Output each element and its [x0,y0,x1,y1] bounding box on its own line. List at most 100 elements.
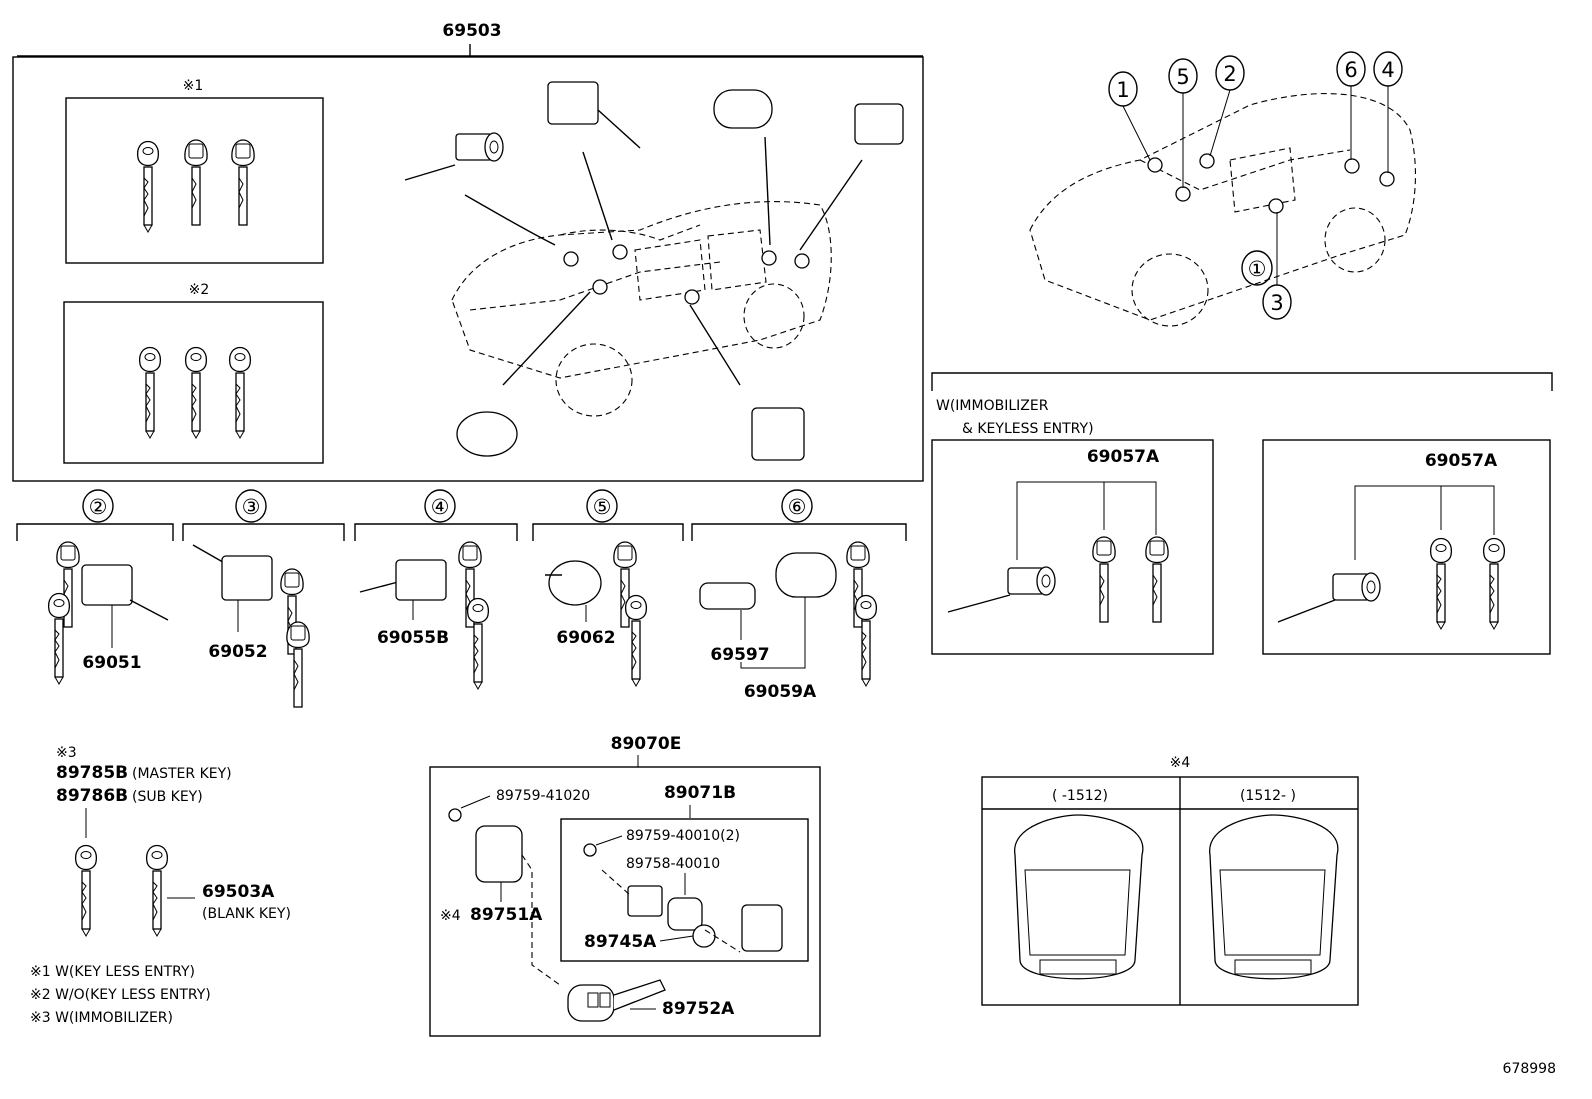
door-lock-part-icon [547,81,599,125]
svg-text:⑥: ⑥ [788,495,807,519]
svg-text:3: 3 [1270,291,1283,315]
svg-text:5: 5 [1176,65,1189,89]
svg-text:②: ② [89,495,108,519]
footnotes: ※1 W(KEY LESS ENTRY) ※2 W/O(KEY LESS ENT… [30,964,211,1026]
covers-group: ※4 ( -1512) (1512- ) [981,755,1359,1006]
group1-mark: ※1 [183,78,204,94]
arrow [464,194,556,246]
rear-lock-icon [751,407,805,461]
master-key-note: (MASTER KEY) [132,766,232,782]
blank-key-note: (BLANK KEY) [202,906,291,922]
group2-mark: ※2 [189,282,210,298]
section-4: ④ 69055B [354,489,518,690]
key-fob-icon [231,139,255,226]
overview-callout-2: 2 [1209,55,1245,157]
door-lock-part-icon [221,555,273,601]
key-icon [1482,537,1506,630]
assembly-frame [12,56,924,482]
section-1: ① W(IMMOBILIZER & KEYLESS ENTRY) 69057A … [931,250,1553,655]
part-89745a: 89745A [584,932,657,952]
ignition-cylinder-icon [1332,572,1381,602]
keys-mark: ※3 [56,745,77,761]
part-69051: 69051 [82,653,141,673]
master-key-icon [74,844,98,937]
button-pad-icon [741,904,783,952]
group2-frame [63,301,324,464]
arrow [582,151,613,241]
svg-text:④: ④ [431,495,450,519]
vehicle-illustration [451,201,832,417]
battery-icon [692,924,716,948]
wire [597,109,641,149]
footnote-2: ※2 W/O(KEY LESS ENTRY) [30,987,211,1003]
part-89759-41020: 89759-41020 [496,788,590,804]
svg-text:③: ③ [242,495,261,519]
cover-mark: ※4 [440,908,461,924]
part-69057a-left: 69057A [1087,447,1160,467]
col2-range: (1512- ) [1240,788,1296,804]
keys-group: ※3 89785B (MASTER KEY) 89786B (SUB KEY) … [56,745,291,937]
svg-text:⑤: ⑤ [593,495,612,519]
overview-callout-4: 4 [1373,51,1403,173]
key-fob-icon [286,621,310,708]
group1-frame [65,97,324,264]
overview-callout-6: 6 [1336,51,1366,160]
section-6: ⑥ 69597 69059A [691,489,907,702]
sleeve-icon [775,552,837,598]
key-fob-icon [184,139,208,226]
section1-subtitle: & KEYLESS ENTRY) [962,421,1094,437]
part-69059a: 69059A [744,682,817,702]
vehicle-overview [1029,93,1416,327]
part-69503a: 69503A [202,882,275,902]
ignition-cylinder-icon [1007,566,1056,596]
board-icon [627,885,663,917]
sleeve-icon [713,89,773,129]
key-icon [184,346,208,439]
screw-icon [583,843,597,857]
cover-case-icon [1014,814,1144,980]
part-89071b: 89071B [664,783,736,803]
arrow [689,304,741,386]
part-89070e: 89070E [611,734,682,754]
ignition-cylinder-icon [455,132,504,162]
hatch-lock-icon [395,559,447,601]
key-fob-icon [1092,536,1116,623]
arrow [764,136,771,246]
part-69057a-right: 69057A [1425,451,1498,471]
key-icon [47,592,71,685]
door-lock-part-icon [81,564,133,606]
section-3: ③ 69052 [182,489,345,708]
key-fob-icon [1145,536,1169,623]
key-icon [138,346,162,439]
leader-line [17,44,923,57]
col1-range: ( -1512) [1052,788,1108,804]
part-69503: 69503 [442,21,501,41]
key-icon [624,594,648,687]
seal-icon [667,897,703,931]
section-5: ⑤ 69062 [532,489,684,687]
part-89786b: 89786B [56,786,128,806]
key-icon [466,597,490,690]
svg-text:2: 2 [1223,62,1236,86]
part-89758-40010: 89758-40010 [626,856,720,872]
key-icon [854,594,878,687]
part-89785b: 89785B [56,763,128,783]
hatch-lock-icon [854,103,904,145]
arrow [502,291,591,386]
part-69055b: 69055B [377,628,449,648]
part-69062: 69062 [556,628,615,648]
section-2: ② 69051 [16,489,174,685]
diagram-id: 678998 [1503,1061,1556,1077]
footnote-1: ※1 W(KEY LESS ENTRY) [30,964,195,980]
lock-barrel-icon [699,582,756,610]
screw-icon [448,808,462,822]
part-89759-40010: 89759-40010(2) [626,828,740,844]
blank-key-icon [145,844,169,937]
section1-title: W(IMMOBILIZER [936,398,1049,414]
overview-callout-1: 1 [1108,71,1151,161]
part-69597: 69597 [710,645,769,665]
part-89751a: 89751A [470,905,543,925]
key-icon [1429,537,1453,630]
arrow [799,159,863,251]
